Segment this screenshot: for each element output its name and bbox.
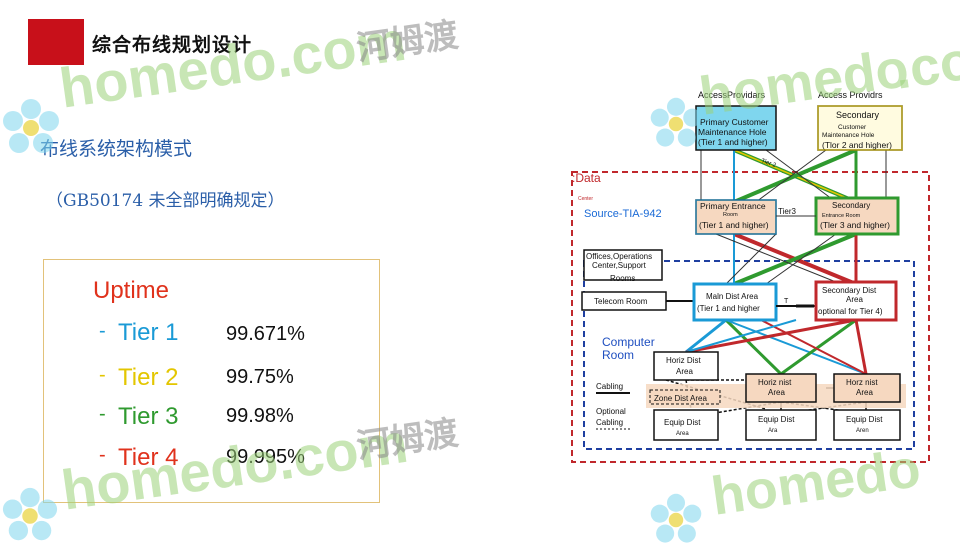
scmh-line1: Secondary: [836, 110, 880, 120]
eda1-line1: Equip Dist: [664, 418, 701, 427]
secondary-entrance-room: [814, 196, 900, 236]
computer-room-label-1: Computer: [602, 335, 655, 349]
watermark-flower-icon: [2, 487, 58, 541]
per-line1: Primary Entrance: [700, 201, 766, 211]
tier4-value: 99.995%: [226, 446, 305, 468]
data-center-label: :Data: [572, 171, 601, 185]
scmh-line4: (Tlor 2 and higher): [822, 140, 892, 150]
cross-links-middle: [715, 232, 858, 286]
mda-line2: (Tier 1 and higher: [697, 304, 760, 313]
tier2-dash: -: [99, 364, 106, 386]
hda2-line1: Horiz nist: [758, 378, 792, 387]
eda2-line2: Ara: [768, 428, 778, 434]
secondary-maintenance-hole: [817, 105, 903, 151]
offices-box: [583, 249, 663, 281]
tier3-dash: -: [99, 403, 106, 425]
eda2-line1: Equip Dist: [758, 415, 795, 424]
hda3-line1: Horz nist: [846, 378, 878, 387]
ser-line2: Entrance Room: [822, 213, 861, 219]
hda2-line2: Area: [768, 388, 785, 397]
eda3-line1: Equip Dist: [846, 415, 883, 424]
watermark-flower-icon: [650, 97, 702, 147]
mda-line1: Maln Dist Area: [706, 292, 759, 301]
cabling-architecture-diagram: .t{font-family:"Liberation Sans",sans-se…: [571, 90, 930, 463]
sda-line3: optional for Tier 4): [818, 307, 883, 316]
main-dist-area: [692, 282, 778, 322]
optional-cabling-line1: Optional: [596, 407, 626, 416]
cross-links-lower: [685, 304, 868, 376]
zone-dist-area: [649, 389, 721, 405]
t-link-label: T: [784, 298, 789, 305]
tier2-link-label: Tier 2: [760, 158, 777, 169]
telecom-room-label: Telecom Room: [594, 297, 648, 306]
tier4-dash: -: [99, 444, 106, 466]
data-center-label2: Center: [578, 196, 593, 202]
watermark-flower-icon: [650, 493, 702, 543]
horiz-dist-area-2: [745, 373, 817, 403]
section-subtitle: 布线系统架构模式: [40, 138, 193, 160]
data-center-boundary: [571, 171, 930, 463]
horiz-dist-area-3: [833, 373, 901, 403]
page-title: 综合布线规划设计: [92, 34, 253, 56]
tier4-label: Tier 4: [118, 444, 179, 471]
tier3-label: Tier 3: [118, 403, 179, 430]
per-line3: (Tier 1 and higher): [699, 220, 769, 230]
tier1-value: 99.671%: [226, 323, 305, 345]
computer-room-label-2: Room: [602, 348, 634, 362]
tier2-value: 99.75%: [226, 366, 294, 388]
pcmh-line1: Primary Customer: [700, 117, 769, 127]
standard-note: （GB50174 未全部明确规定）: [46, 191, 285, 211]
uptime-heading: Uptime: [93, 277, 170, 304]
hda1-line2: Area: [676, 367, 693, 376]
cabling-legend-label: Cabling: [596, 382, 623, 391]
tier1-dash: -: [99, 320, 106, 342]
scmh-line3: Maintenance Hole: [822, 132, 875, 139]
eda1-line2: Area: [676, 431, 689, 437]
offices-line2: Center,Support: [592, 261, 647, 270]
equip-dist-area-2: [745, 409, 817, 441]
access-providers-left: AccessProvidars: [698, 90, 766, 100]
hda3-line2: Area: [856, 388, 873, 397]
per-line2: Room: [723, 212, 738, 218]
uptime-box: [43, 259, 380, 503]
eda3-line2: Aren: [856, 428, 869, 434]
ser-line3: (Tler 3 and higher): [820, 220, 890, 230]
source-label: Source-TIA-942: [584, 208, 662, 220]
horiz-dist-area-1: [653, 351, 719, 381]
tier1-label: Tier 1: [118, 319, 179, 346]
title-accent-square: [28, 19, 84, 65]
cross-links-top: [700, 148, 887, 204]
tier3-value: 99.98%: [226, 405, 294, 427]
tier3-link-label: Tier3: [778, 207, 796, 216]
scmh-line2: Customer: [838, 124, 867, 131]
zda-label: Zone Dist Area: [654, 394, 707, 403]
equip-dist-area-1: [653, 409, 719, 441]
hda1-line1: Horiz Dist: [666, 356, 701, 365]
equip-dist-area-3: [833, 409, 901, 441]
watermark-flower-icon: [3, 99, 59, 153]
optional-cabling-line2: Cabling: [596, 418, 623, 427]
offices-line3: Rooms: [610, 274, 635, 283]
secondary-dist-area: [814, 280, 898, 322]
tier2-label: Tier 2: [118, 364, 179, 391]
offices-line1: Offices,Operations: [586, 252, 652, 261]
pcmh-line3: (Tier 1 and higher): [698, 137, 768, 147]
primary-maintenance-hole: [695, 105, 777, 151]
access-providers-right: Access Providrs: [818, 90, 883, 100]
sda-line1: Secondary Dist: [822, 286, 877, 295]
watermark-text-2-tail: .co: [890, 30, 960, 101]
sda-line2: Area: [846, 295, 863, 304]
pcmh-line2: Maintenance Hole: [698, 127, 767, 137]
ser-line1: Secondary: [832, 201, 870, 210]
